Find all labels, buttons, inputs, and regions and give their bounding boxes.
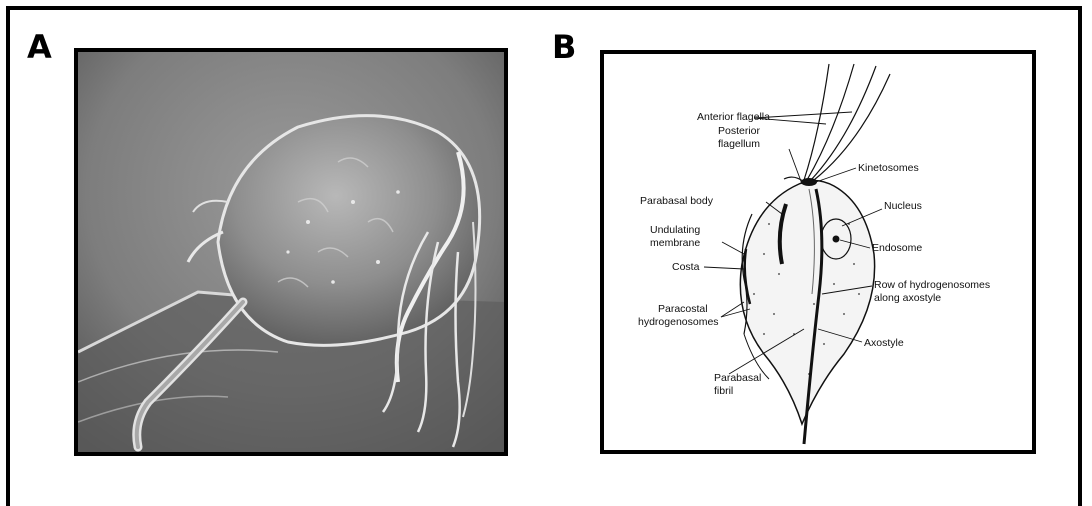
label-parabasal-fibril-2: fibril xyxy=(714,385,733,397)
label-undulating-membrane-1: Undulating xyxy=(650,224,700,236)
label-row-hydrogenosomes-2: along axostyle xyxy=(874,292,941,304)
label-posterior-flagellum-2: flagellum xyxy=(718,138,760,150)
label-kinetosomes: Kinetosomes xyxy=(858,162,919,174)
sem-micrograph-image xyxy=(78,52,504,452)
label-posterior-flagellum-1: Posterior xyxy=(718,125,761,137)
label-anterior-flagella: Anterior flagella xyxy=(697,111,770,123)
label-row-hydrogenosomes-1: Row of hydrogenosomes xyxy=(874,279,990,291)
label-undulating-membrane-2: membrane xyxy=(650,237,700,249)
trichomonas-diagram: Anterior flagella Posterior flagellum Ki… xyxy=(604,54,1032,450)
label-nucleus: Nucleus xyxy=(884,200,922,212)
label-endosome: Endosome xyxy=(872,242,922,254)
cell-outline xyxy=(740,180,874,424)
endosome xyxy=(833,236,840,243)
label-paracostal-2: hydrogenosomes xyxy=(638,316,719,328)
label-costa: Costa xyxy=(672,261,700,273)
panel-b-letter: B xyxy=(552,28,576,66)
label-axostyle: Axostyle xyxy=(864,337,904,349)
labeled-diagram-panel: Anterior flagella Posterior flagellum Ki… xyxy=(600,50,1036,454)
sem-micrograph-panel xyxy=(74,48,508,456)
label-parabasal-fibril-1: Parabasal xyxy=(714,372,761,384)
panel-a-letter: A xyxy=(27,28,52,66)
label-paracostal-1: Paracostal xyxy=(658,303,708,315)
label-parabasal-body: Parabasal body xyxy=(640,195,714,207)
